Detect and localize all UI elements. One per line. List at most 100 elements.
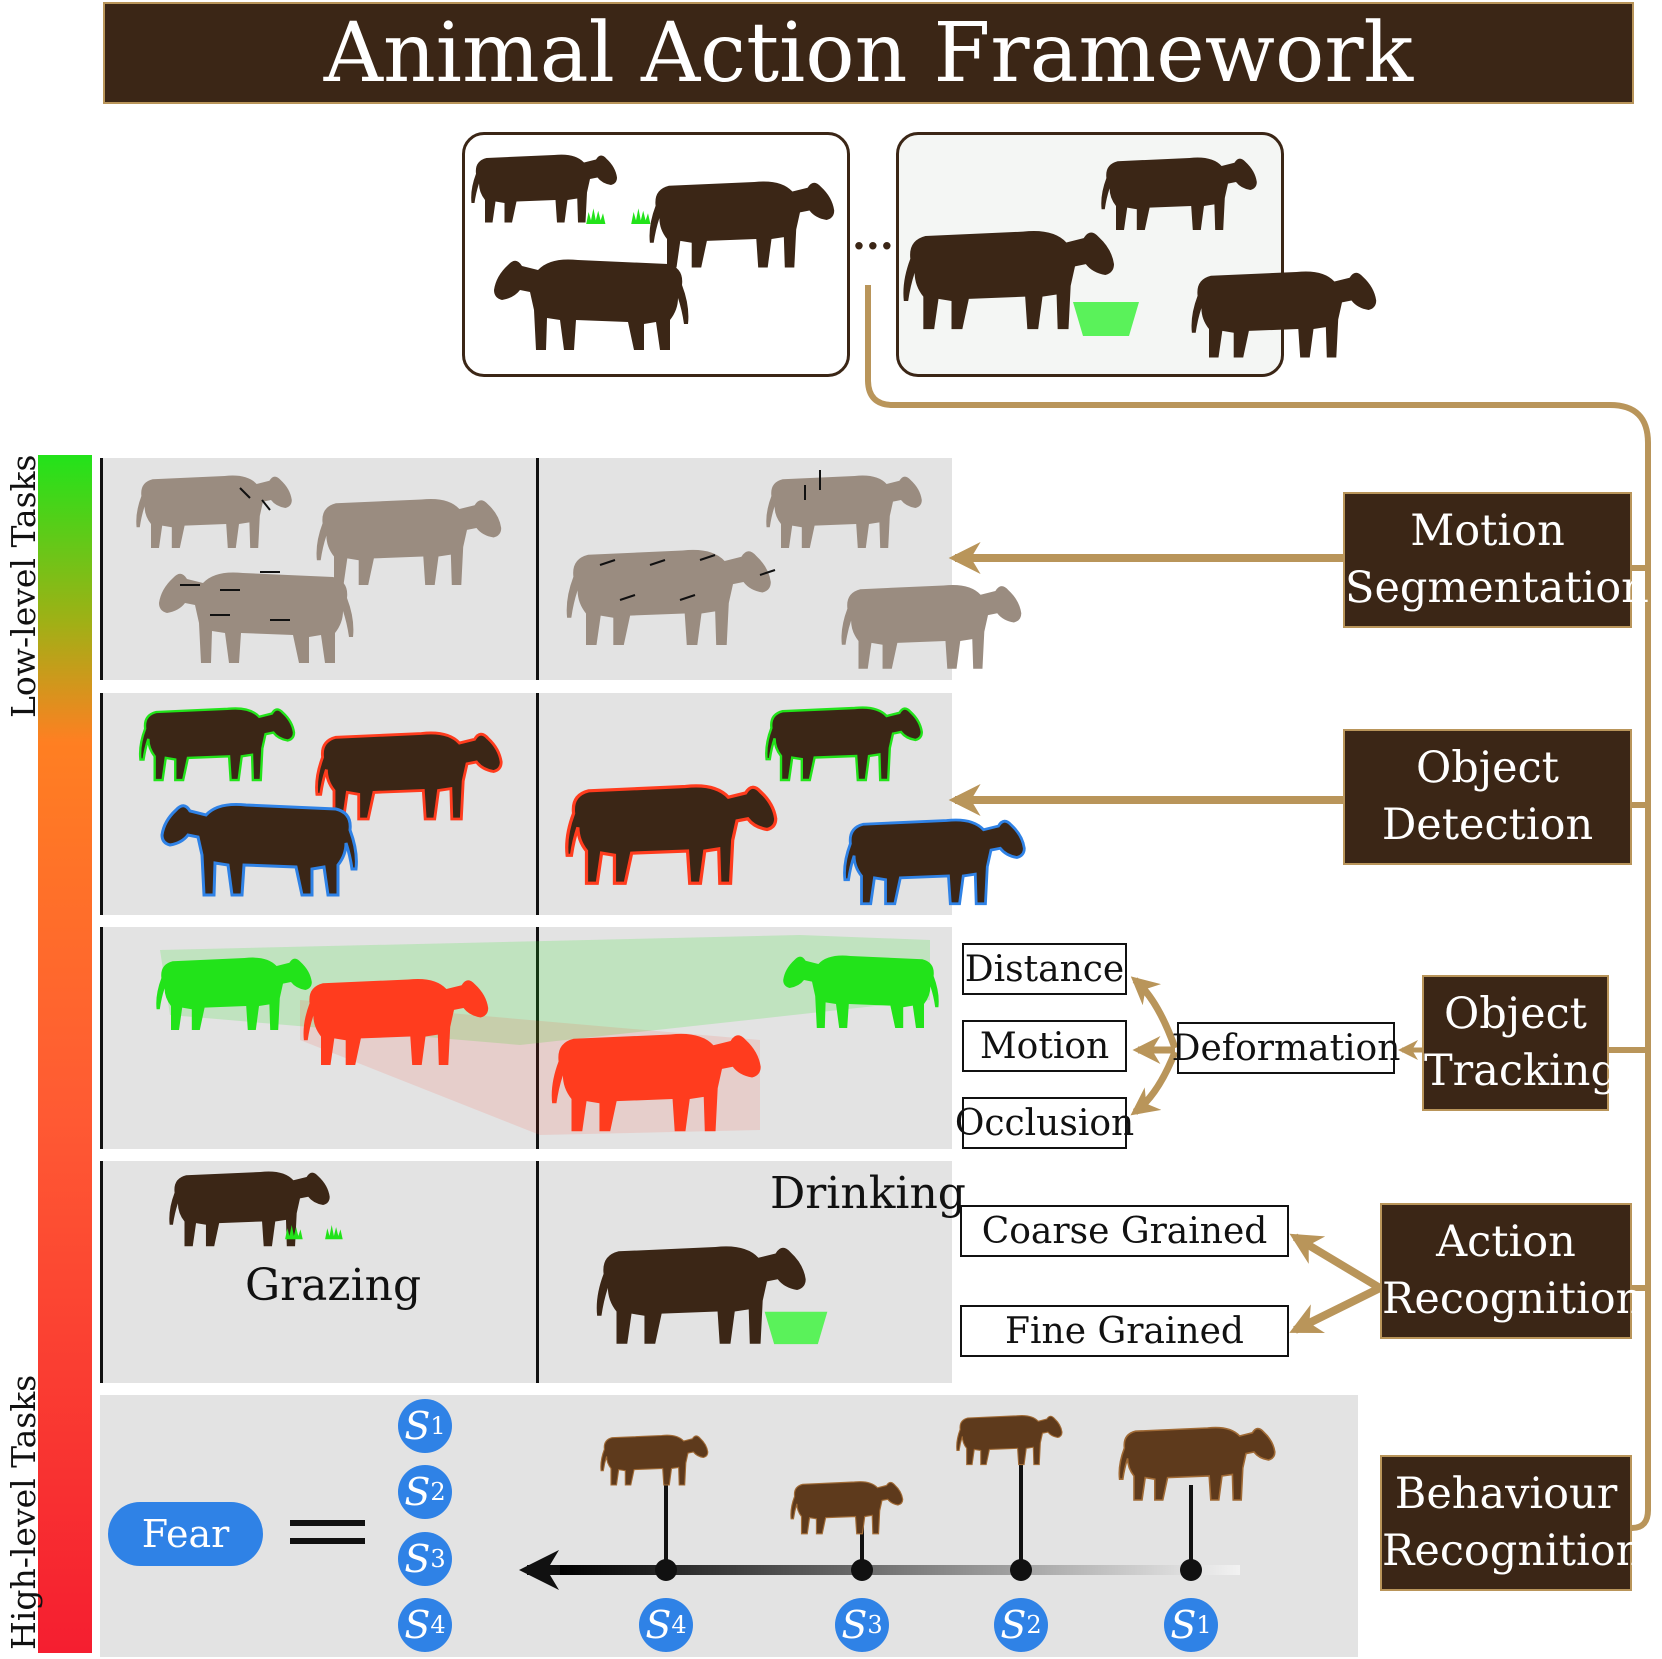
detected-cow-blue bbox=[843, 818, 1026, 906]
distance-arrow bbox=[1130, 976, 1179, 1050]
state-index: 3 bbox=[867, 1611, 883, 1639]
cow-icon bbox=[471, 154, 617, 223]
motion-box: Motion bbox=[962, 1020, 1127, 1072]
equals-sign bbox=[290, 1512, 365, 1552]
task-level-gradient-bar bbox=[38, 455, 92, 1653]
timeline-bar bbox=[560, 1565, 1240, 1575]
state-letter: S bbox=[841, 1603, 868, 1647]
cow-icon bbox=[136, 475, 292, 548]
cow-icon bbox=[1191, 271, 1377, 358]
behaviour-cow-icon bbox=[600, 1434, 709, 1486]
state-letter: S bbox=[404, 1603, 431, 1647]
action-recognition-box: Action Recognition bbox=[1380, 1203, 1644, 1339]
panel-left-line bbox=[100, 1161, 103, 1383]
motion-segmentation-box: Motion Segmentation bbox=[1343, 492, 1649, 628]
behaviour-recognition-box: Behaviour Recognition bbox=[1380, 1455, 1644, 1591]
fine-grained-box: Fine Grained bbox=[960, 1305, 1289, 1357]
occlusion-box: Occlusion bbox=[955, 1097, 1134, 1149]
grazing-label: Grazing bbox=[245, 1260, 422, 1311]
state-letter: S bbox=[1000, 1603, 1027, 1647]
cow-icon bbox=[1101, 157, 1257, 230]
state-index: 4 bbox=[671, 1611, 687, 1639]
grass-icon bbox=[325, 1224, 343, 1240]
behaviour-cow-icon bbox=[790, 1481, 904, 1535]
fear-label: Fear bbox=[108, 1502, 263, 1566]
grass-icon bbox=[631, 208, 651, 224]
cow-icon bbox=[566, 549, 771, 645]
state-index: 4 bbox=[430, 1611, 446, 1639]
grazing-cow-icon bbox=[169, 1171, 330, 1247]
state-letter: S bbox=[404, 1537, 431, 1581]
distance-box: Distance bbox=[962, 943, 1127, 995]
task-label-line: Segmentation bbox=[1345, 563, 1649, 613]
title-text: Animal Action Framework bbox=[323, 5, 1414, 101]
task-label-line: Detection bbox=[1381, 800, 1594, 850]
pipeline-connector bbox=[865, 285, 1651, 1531]
cow-icon bbox=[494, 259, 689, 350]
cow-icon bbox=[159, 572, 354, 663]
task-label-line: Recognition bbox=[1382, 1526, 1644, 1576]
coarse-grained-box: Coarse Grained bbox=[960, 1205, 1289, 1257]
fine-grained-arrow bbox=[1289, 1284, 1382, 1334]
cow-icon bbox=[649, 181, 835, 268]
panel-mid-line bbox=[536, 927, 539, 1149]
task-label-line: Object bbox=[1416, 743, 1559, 793]
grass-icon bbox=[586, 208, 606, 224]
cow-icon bbox=[316, 498, 502, 585]
panel-left-line bbox=[100, 927, 103, 1149]
task-feed-lines bbox=[1609, 565, 1648, 1291]
state-letter: S bbox=[404, 1470, 431, 1514]
state-index: 2 bbox=[1026, 1611, 1042, 1639]
detected-cow-red bbox=[315, 731, 503, 821]
title-banner: Animal Action Framework bbox=[103, 2, 1634, 104]
state-index: 2 bbox=[430, 1478, 446, 1506]
frame-ellipsis: ... bbox=[852, 212, 894, 259]
motion-vectors bbox=[180, 470, 821, 621]
behaviour-cow-icon bbox=[956, 1414, 1063, 1466]
task-label-line: Object bbox=[1444, 989, 1587, 1039]
detected-cow-green bbox=[765, 706, 924, 782]
detected-cow-green bbox=[138, 707, 296, 782]
timeline-stems bbox=[664, 1465, 1193, 1570]
task-label-line: Behaviour bbox=[1394, 1469, 1618, 1519]
panel-mid-line bbox=[536, 693, 539, 915]
object-detection-box: Object Detection bbox=[1343, 729, 1632, 865]
task-label-line: Recognition bbox=[1382, 1274, 1644, 1324]
state-index: 1 bbox=[1196, 1611, 1212, 1639]
detected-cow-blue bbox=[160, 802, 358, 897]
panel-left-line bbox=[100, 693, 103, 915]
cow-icon bbox=[766, 475, 922, 548]
behaviour-cow-icon bbox=[1118, 1426, 1276, 1501]
bucket-icon bbox=[1073, 302, 1139, 336]
timeline-nodes bbox=[655, 1559, 1202, 1581]
task-label-line: Action bbox=[1436, 1217, 1576, 1267]
state-index: 1 bbox=[430, 1412, 446, 1440]
panel-mid-line bbox=[536, 458, 539, 680]
state-letter: S bbox=[404, 1404, 431, 1448]
drinking-label: Drinking bbox=[770, 1168, 966, 1219]
coarse-grained-arrow bbox=[1289, 1233, 1383, 1292]
cow-icon bbox=[841, 584, 1022, 669]
state-index: 3 bbox=[430, 1545, 446, 1573]
state-letter: S bbox=[1170, 1603, 1197, 1647]
task-label-line: Motion bbox=[1410, 506, 1565, 556]
panel-left-line bbox=[100, 458, 103, 680]
task-label-line: Tracking bbox=[1424, 1046, 1618, 1096]
bucket-icon bbox=[764, 1311, 828, 1345]
panel-mid-line bbox=[536, 1161, 539, 1383]
object-tracking-box: Object Tracking bbox=[1422, 975, 1618, 1111]
occlusion-arrow bbox=[1130, 1050, 1179, 1116]
detected-cow-red bbox=[565, 784, 778, 885]
state-letter: S bbox=[645, 1603, 672, 1647]
deformation-box: Deformation bbox=[1172, 1022, 1400, 1074]
